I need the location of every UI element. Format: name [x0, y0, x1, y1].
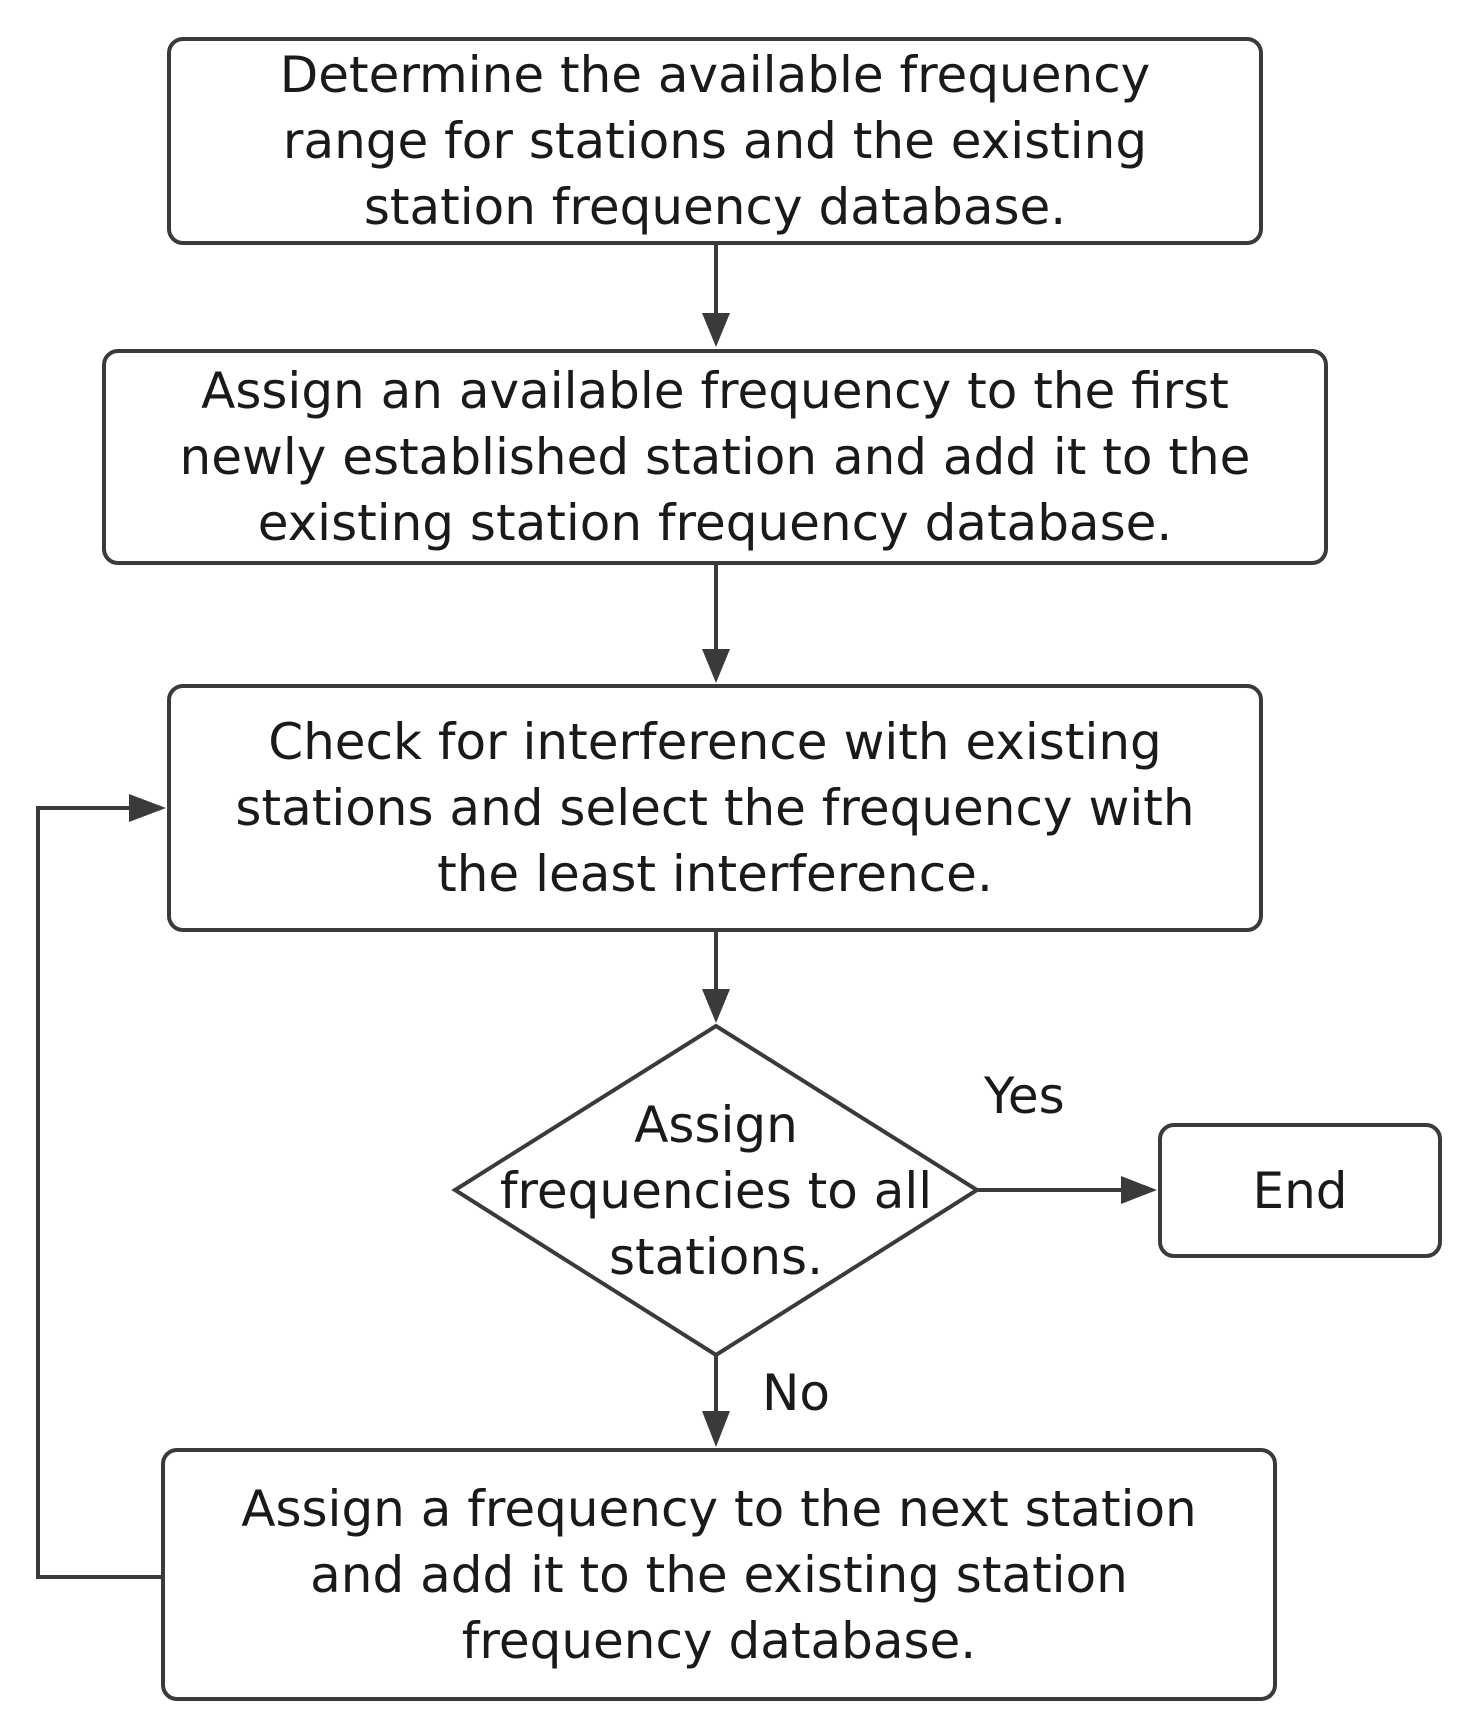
- node-end-text: End: [1252, 1161, 1348, 1220]
- node-end: [1158, 1123, 1442, 1258]
- node-assign-next: [161, 1448, 1277, 1701]
- node-assign-next-text: Assign a frequency to the next station a…: [241, 1479, 1197, 1670]
- arrowhead-assign-first-to-check: [702, 649, 730, 683]
- arrowhead-assign-next-to-check: [129, 794, 166, 822]
- edge-assign-next-to-check: [36, 806, 163, 1579]
- edge-label-no: No: [762, 1364, 830, 1422]
- node-check-interference-text: Check for interference with existing sta…: [235, 713, 1195, 903]
- edge-label-yes: Yes: [984, 1067, 1065, 1125]
- node-all-assigned-text: Assign frequencies to all stations.: [499, 1095, 933, 1286]
- arrowhead-decision-to-assign-next: [702, 1411, 730, 1447]
- node-assign-first-text: Assign an available frequency to the fir…: [179, 362, 1251, 552]
- arrowhead-decision-to-end: [1121, 1176, 1157, 1204]
- arrowhead-determine-to-assign-first: [702, 313, 730, 347]
- node-determine-range-text: Determine the available frequency range …: [279, 46, 1151, 236]
- arrowhead-check-to-decision: [702, 989, 730, 1023]
